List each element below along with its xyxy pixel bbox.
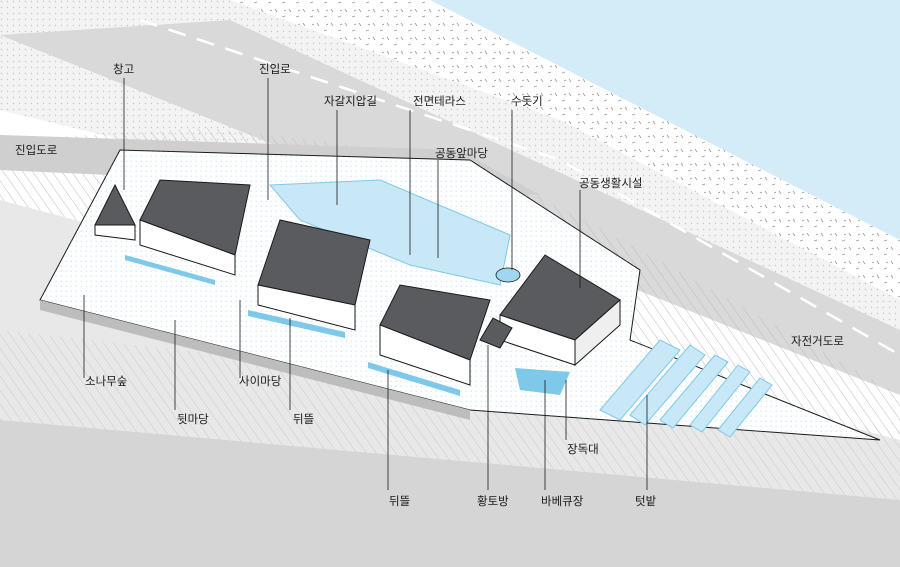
bike-road-centerline bbox=[139, 18, 900, 357]
label-front-terrace: 전면테라스 bbox=[413, 94, 466, 108]
label-side-yard: 사이마당 bbox=[239, 374, 282, 388]
common-living-facility bbox=[499, 254, 621, 367]
house-1 bbox=[125, 179, 251, 285]
label-gravel-path: 자갈지압길 bbox=[324, 94, 377, 108]
clay-room-roof bbox=[479, 317, 513, 349]
label-entry-road: 진입도로 bbox=[15, 143, 58, 157]
label-bike-road: 자전거도로 bbox=[791, 334, 844, 348]
house-2 bbox=[248, 219, 371, 338]
storage-building bbox=[94, 183, 136, 241]
label-common-front-yard: 공동앞마당 bbox=[435, 146, 488, 160]
label-entry-path: 진입로 bbox=[259, 62, 291, 76]
label-clay-room: 황토방 bbox=[477, 494, 509, 508]
house-3 bbox=[368, 284, 491, 396]
label-jar-platform: 장독대 bbox=[567, 442, 599, 456]
label-storage: 창고 bbox=[113, 62, 135, 76]
leader-lines bbox=[83, 78, 648, 490]
label-pine-forest: 소나무숲 bbox=[85, 374, 128, 388]
common-front-yard-pool bbox=[268, 179, 511, 286]
fountain bbox=[495, 267, 521, 283]
label-back-garden-2: 뒤뜰 bbox=[389, 494, 411, 508]
label-back-yard: 뒷마당 bbox=[177, 412, 209, 426]
label-vegetable-garden: 텃밭 bbox=[635, 494, 657, 508]
vegetable-garden bbox=[599, 339, 773, 438]
label-common-living-facility: 공동생활시설 bbox=[579, 176, 643, 190]
label-fountain: 수돗기 bbox=[511, 94, 543, 108]
label-back-garden-1: 뒤뜰 bbox=[293, 412, 315, 426]
label-bbq-area: 바베큐장 bbox=[541, 494, 584, 508]
bbq-area bbox=[515, 368, 570, 395]
